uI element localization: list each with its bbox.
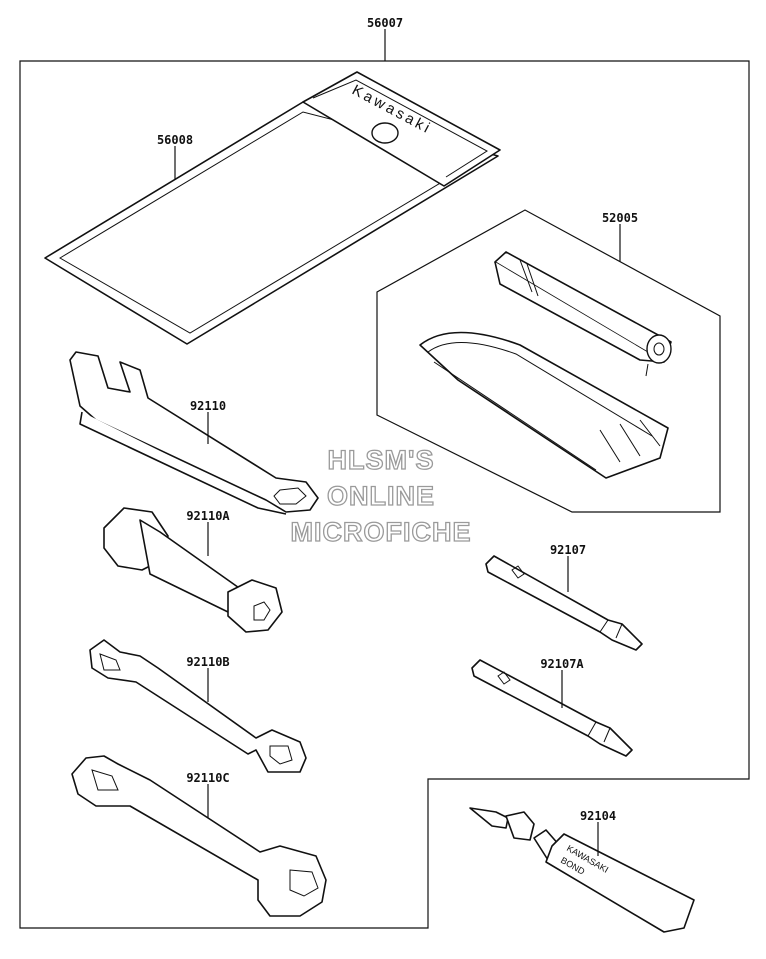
open-wrench-c: [71, 755, 327, 917]
label-52005: 52005: [602, 211, 638, 225]
grease-tube: [494, 251, 672, 377]
open-wrench-b: [89, 639, 307, 773]
watermark: HLSM'S ONLINE MICROFICHE: [290, 444, 472, 547]
label-92107: 92107: [550, 543, 586, 557]
tool-case: Kawasaki: [44, 71, 501, 345]
label-92110A: 92110A: [186, 509, 230, 523]
label-92107A: 92107A: [540, 657, 584, 671]
label-92104: 92104: [580, 809, 616, 823]
label-92110: 92110: [190, 399, 226, 413]
case-button: [371, 122, 399, 144]
pin-wrench: [69, 351, 319, 515]
bond-tube: KAWASAKI BOND: [469, 807, 695, 933]
label-92110B: 92110B: [186, 655, 229, 669]
label-56007: 56007: [367, 16, 403, 30]
screwdriver-a: [471, 659, 633, 757]
watermark-line-1: HLSM'S: [328, 445, 435, 475]
watermark-line-2: ONLINE: [327, 481, 435, 511]
label-92110C: 92110C: [186, 771, 229, 785]
screwdriver: [485, 555, 643, 651]
label-56008: 56008: [157, 133, 193, 147]
plug-wrench: [103, 507, 283, 633]
grease-kit-box: [376, 209, 721, 513]
kit-frame: [19, 60, 750, 929]
grease-bag: [419, 331, 669, 479]
watermark-line-3: MICROFICHE: [291, 517, 472, 547]
